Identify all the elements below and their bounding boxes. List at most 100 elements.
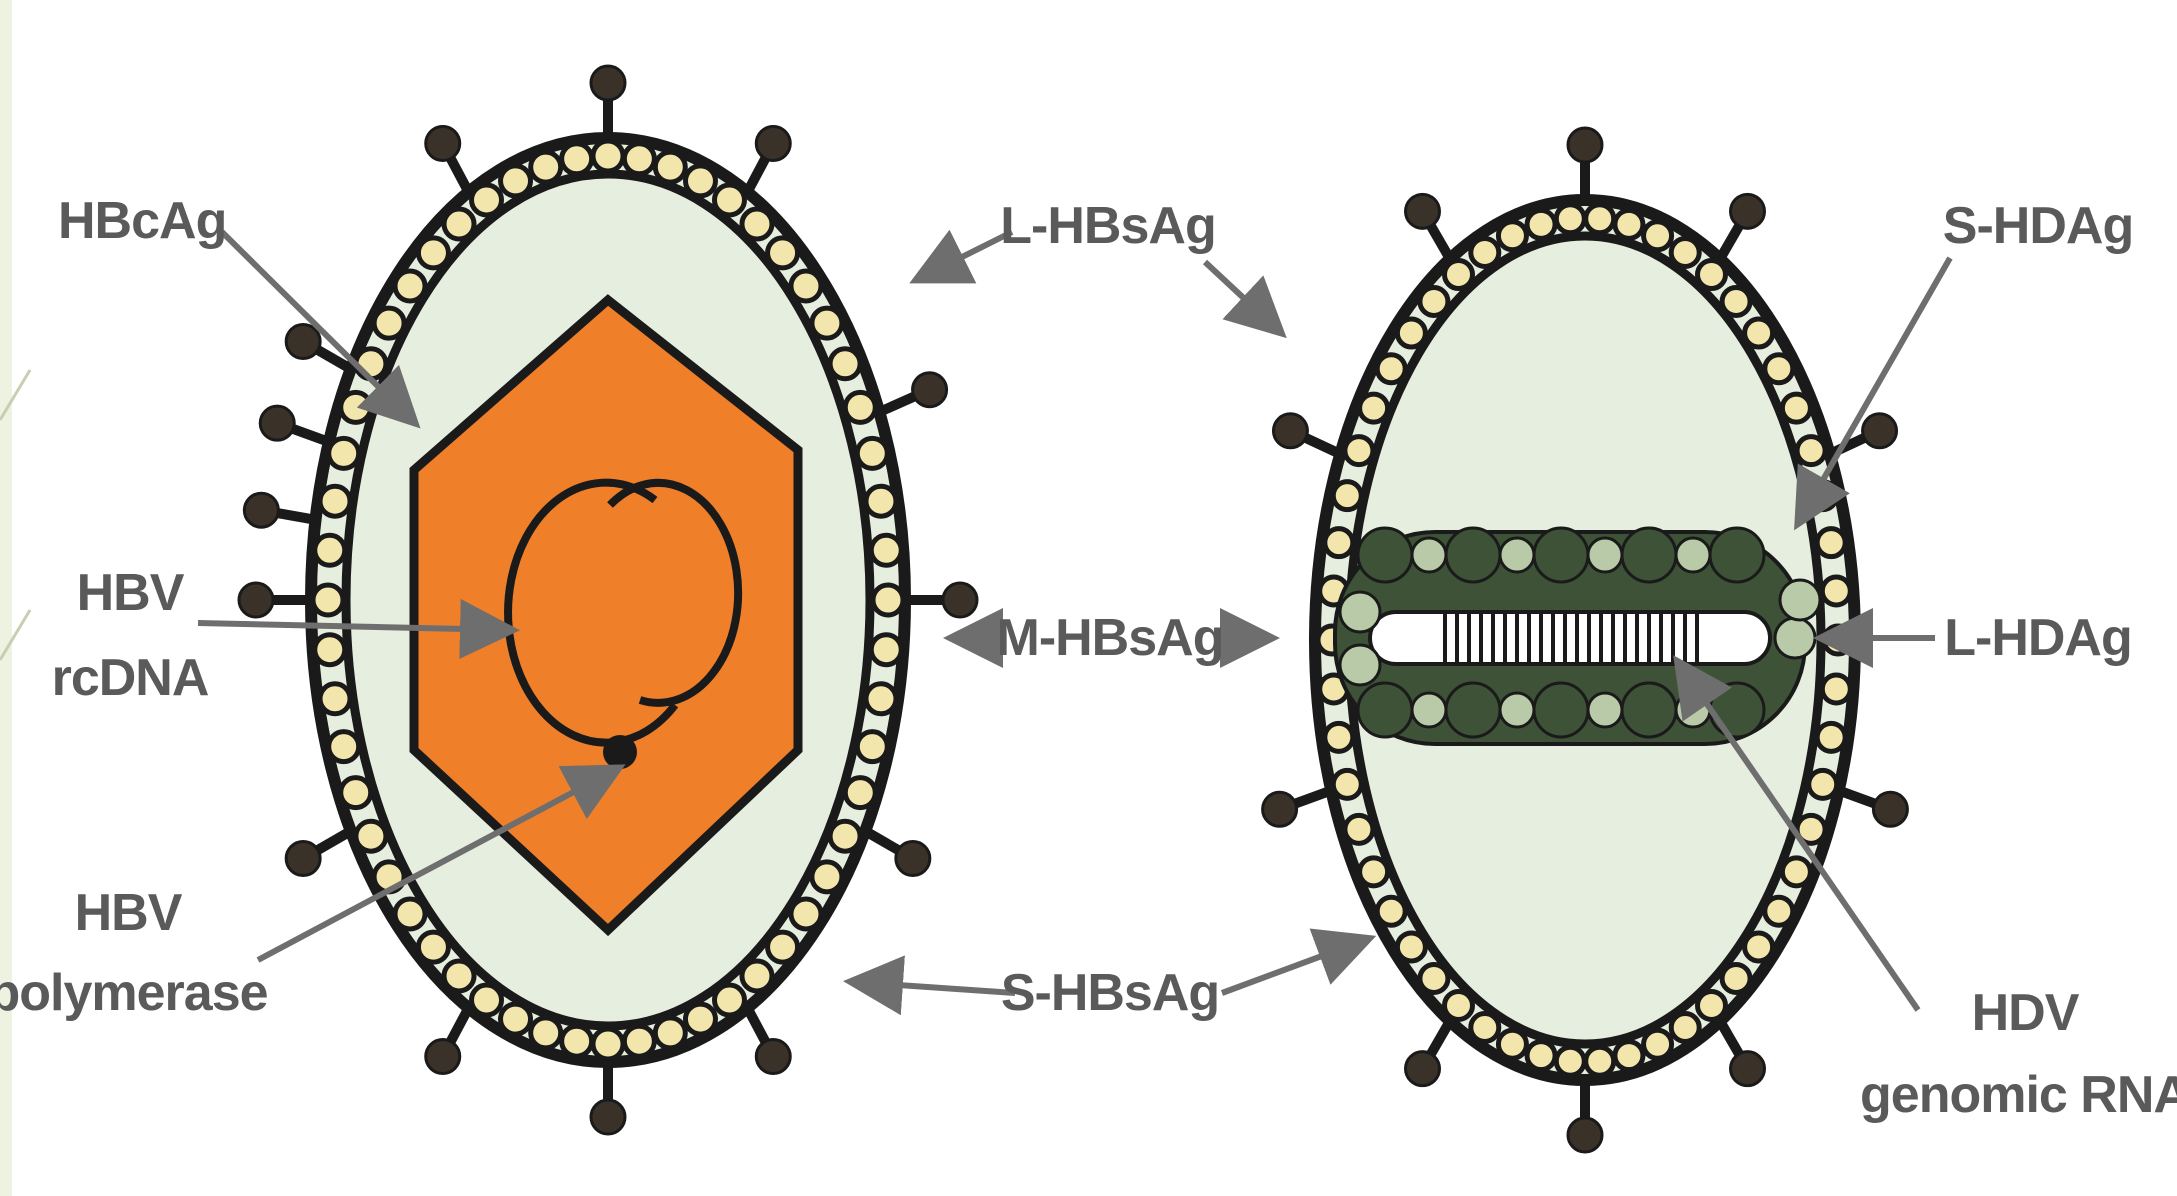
lipid-bead (1615, 1042, 1643, 1070)
lipid-bead (444, 961, 474, 991)
lipid-bead (714, 985, 744, 1015)
lipid-bead (329, 732, 359, 762)
surface-protein-head (1263, 792, 1297, 826)
lipid-bead (329, 438, 359, 468)
lipid-bead (356, 349, 386, 379)
lipid-bead (1586, 205, 1614, 233)
lipid-bead (1745, 319, 1773, 347)
hdag-protein (1775, 618, 1815, 658)
label-hbv-polymerase-line1: HBV (75, 884, 183, 942)
lipid-bead (866, 684, 896, 714)
surface-protein-head (239, 583, 273, 617)
lipid-bead (1527, 1042, 1555, 1070)
surface-protein-head (943, 583, 977, 617)
lipid-bead (1397, 933, 1425, 961)
surface-protein-head (1406, 194, 1440, 228)
lipid-bead (1671, 1013, 1699, 1041)
arrow-s-hbsag-left (855, 982, 1015, 993)
lipid-bead (845, 392, 875, 422)
decor-line (0, 610, 30, 660)
lipid-bead (655, 152, 685, 182)
lipid-bead (562, 1026, 592, 1056)
lipid-bead (873, 585, 903, 615)
label-hbv-rcdna-line2: rcDNA (52, 649, 209, 707)
lipid-bead (320, 486, 350, 516)
lipid-bead (320, 684, 350, 714)
surface-protein-head (591, 1100, 625, 1134)
surface-protein-head (426, 127, 460, 161)
lipid-bead (341, 392, 371, 422)
hbv-virion (239, 66, 977, 1134)
hdag-protein (1340, 592, 1380, 632)
lipid-bead (1397, 319, 1425, 347)
hdag-protein (1588, 538, 1622, 572)
surface-protein-head (756, 1039, 790, 1073)
lipid-bead (1498, 222, 1526, 250)
lipid-bead (593, 1029, 623, 1059)
surface-protein-head (260, 406, 294, 440)
lipid-bead (531, 1018, 561, 1048)
label-s-hbsag: S-HBsAg (1001, 964, 1219, 1022)
hdag-protein (1676, 538, 1710, 572)
lipid-bead (871, 635, 901, 665)
surface-protein-head (286, 842, 320, 876)
lipid-bead (1325, 529, 1353, 557)
surface-protein-head (1273, 414, 1307, 448)
lipid-bead (395, 899, 425, 929)
lipid-bead (1445, 261, 1473, 289)
lipid-bead (1765, 355, 1793, 383)
label-m-hbsag: M-HBsAg (997, 609, 1224, 667)
hdag-protein (1500, 538, 1534, 572)
lipid-bead (1822, 577, 1850, 605)
hdag-protein (1622, 528, 1676, 582)
lipid-bead (830, 821, 860, 851)
label-hdv-rna-line1: HDV (1972, 984, 2080, 1042)
label-hbv-polymerase-line2: polymerase (0, 964, 268, 1022)
hdag-protein (1500, 693, 1534, 727)
surface-protein-head (896, 842, 930, 876)
lipid-bead (531, 152, 561, 182)
hdag-protein (1710, 528, 1764, 582)
hdag-protein (1446, 683, 1500, 737)
lipid-bead (857, 732, 887, 762)
lipid-bead (374, 308, 404, 338)
label-l-hdag: L-HDAg (1944, 609, 2132, 667)
hdag-protein (1780, 580, 1820, 620)
lipid-bead (742, 209, 772, 239)
surface-protein-head (756, 127, 790, 161)
lipid-bead (1420, 964, 1448, 992)
lipid-bead (714, 185, 744, 215)
lipid-bead (1377, 355, 1405, 383)
arrow-s-hdag (1800, 258, 1950, 520)
hdv-virion (1263, 128, 1908, 1152)
surface-protein-head (1873, 792, 1907, 826)
hbv-polymerase-dot (603, 735, 637, 769)
hdag-protein (1534, 528, 1588, 582)
lipid-bead (1671, 239, 1699, 267)
surface-protein-head (1406, 1052, 1440, 1086)
surface-protein-head (244, 493, 278, 527)
lipid-bead (313, 585, 343, 615)
arrow-s-hbsag-right (1222, 940, 1365, 993)
lipid-bead (685, 1004, 715, 1034)
lipid-bead (1556, 205, 1584, 233)
lipid-bead (812, 862, 842, 892)
lipid-bead (472, 185, 502, 215)
lipid-bead (1615, 210, 1643, 238)
lipid-bead (830, 349, 860, 379)
lipid-bead (624, 144, 654, 174)
lipid-bead (1586, 1047, 1614, 1075)
surface-protein-head (591, 66, 625, 100)
hdv-rna-rod (1370, 612, 1770, 664)
lipid-bead (444, 209, 474, 239)
lipid-bead (685, 166, 715, 196)
hdag-protein (1710, 683, 1764, 737)
surface-protein-head (426, 1039, 460, 1073)
lipid-bead (1420, 288, 1448, 316)
lipid-bead (866, 486, 896, 516)
arrow-l-hbsag-left (920, 232, 1012, 278)
hdag-protein (1340, 645, 1380, 685)
arrow-l-hbsag-right (1205, 262, 1278, 330)
lipid-bead (791, 271, 821, 301)
